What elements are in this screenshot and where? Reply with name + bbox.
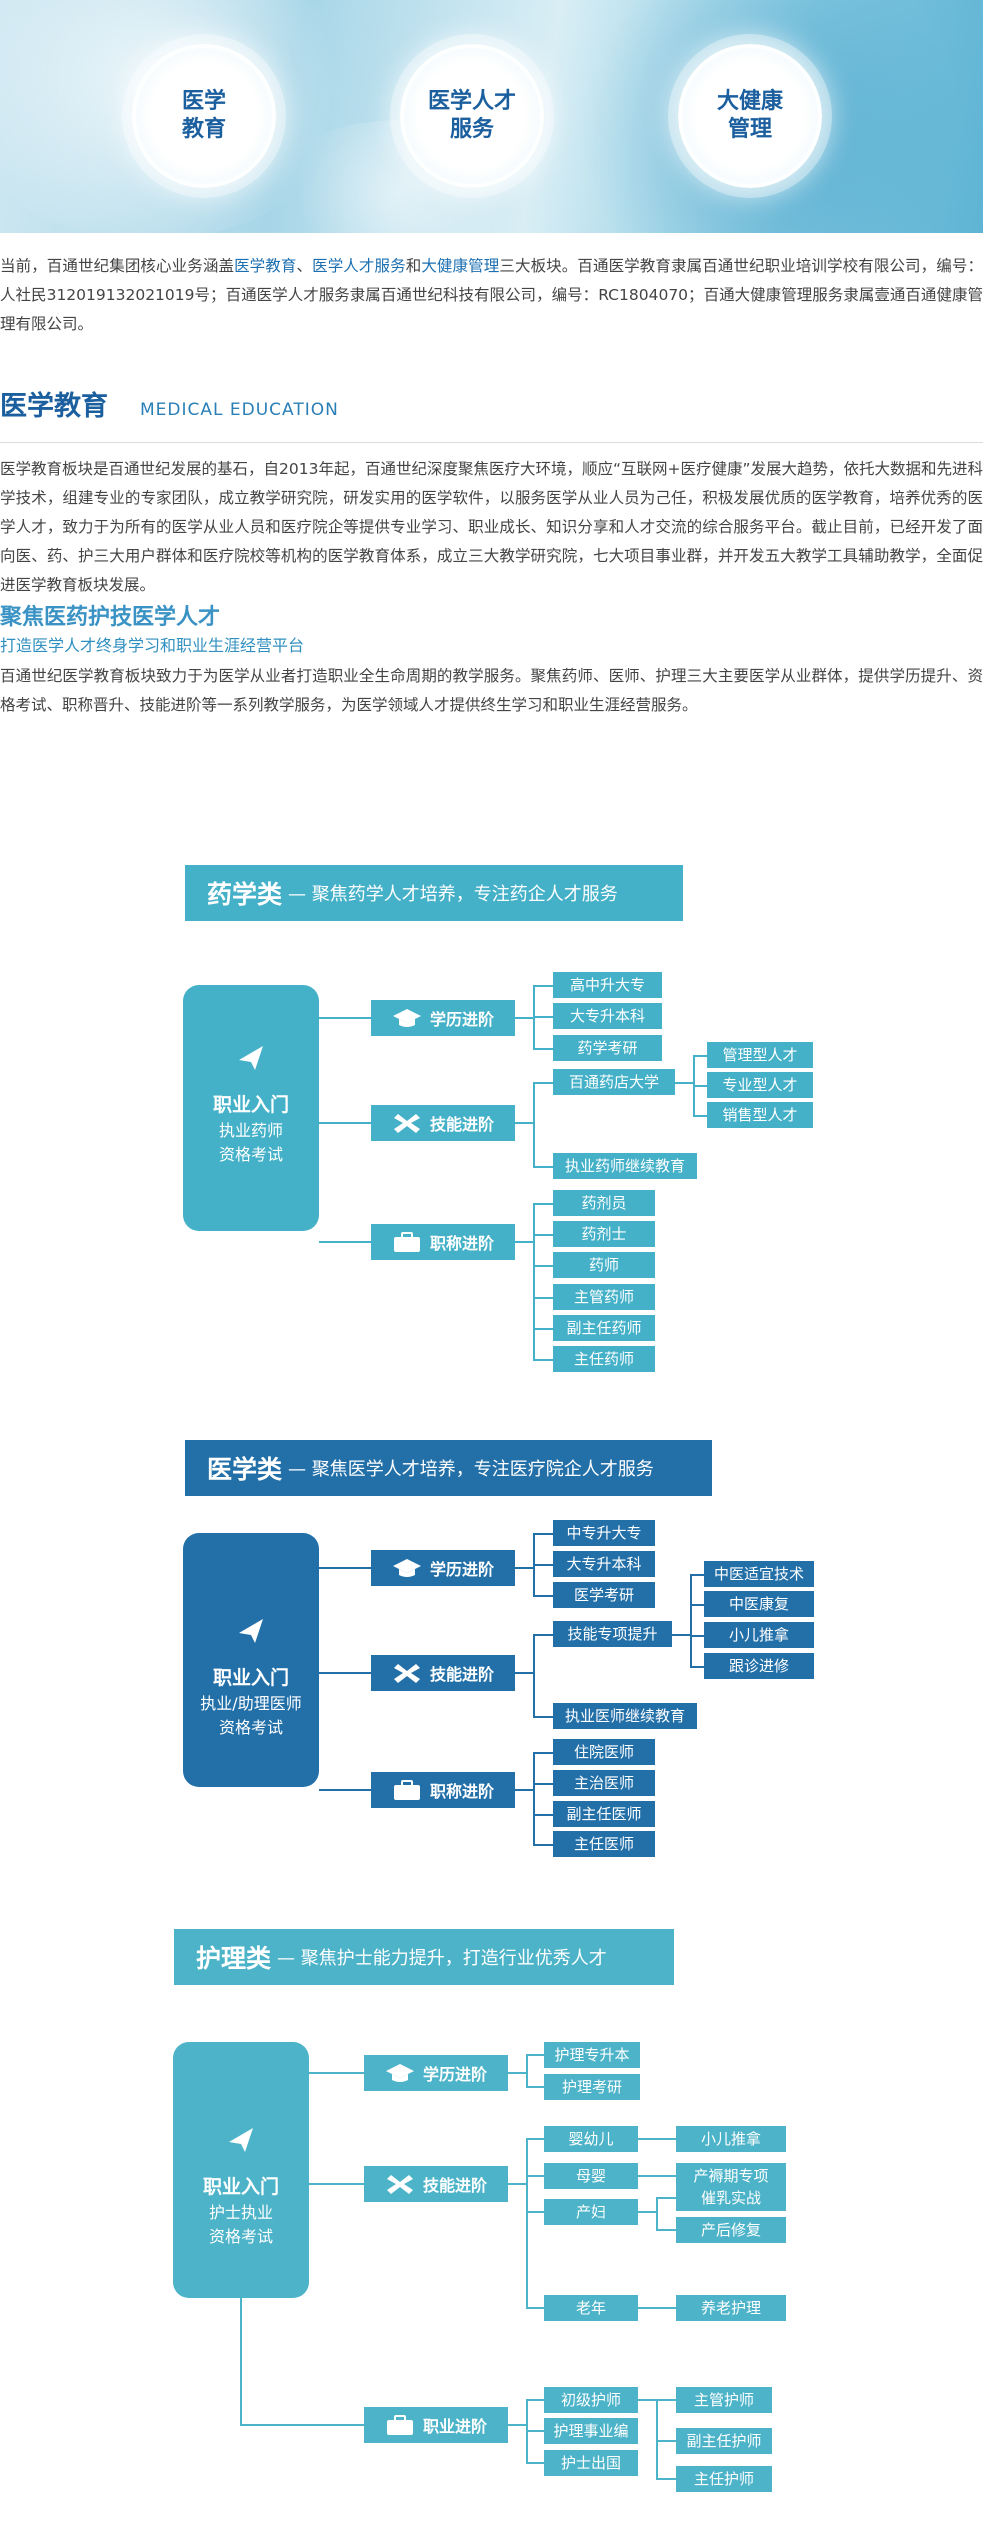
pharmacy-leaf[interactable]: 高中升大专	[553, 972, 662, 998]
nursing-leaf[interactable]: 催乳实战	[676, 2185, 786, 2211]
medical-cat-skills[interactable]: 技能进阶	[371, 1655, 515, 1691]
focus-subtitle: 打造医学人才终身学习和职业生涯经营平台	[0, 636, 305, 655]
medical-leaf[interactable]: 住院医师	[553, 1739, 655, 1765]
nursing-entry-box[interactable]: 职业入门 护士执业 资格考试	[173, 2042, 309, 2298]
medical-entry-box[interactable]: 职业入门 执业/助理医师 资格考试	[183, 1533, 319, 1787]
briefcase-icon	[393, 1232, 420, 1252]
nursing-leaf[interactable]: 护理考研	[544, 2074, 640, 2100]
pharmacy-entry-box[interactable]: 职业入门 执业药师 资格考试	[183, 985, 319, 1231]
medical-leaf[interactable]: 医学考研	[553, 1582, 655, 1608]
nursing-leaf[interactable]: 初级护师	[544, 2387, 638, 2413]
section-title: 医学教育	[0, 391, 108, 422]
medical-leaf[interactable]: 大专升本科	[553, 1551, 655, 1577]
send-arrow-icon	[229, 2128, 253, 2152]
pharmacy-leaf[interactable]: 药剂士	[553, 1221, 655, 1247]
graduation-cap-icon	[392, 1009, 421, 1027]
medical-leaf[interactable]: 跟诊进修	[704, 1653, 814, 1679]
medical-cat-education[interactable]: 学历进阶	[371, 1550, 515, 1586]
nursing-leaf[interactable]: 产褥期专项	[676, 2163, 786, 2189]
pharmacy-leaf[interactable]: 药学考研	[553, 1035, 662, 1061]
pharmacy-leaf[interactable]: 专业型人才	[707, 1072, 813, 1098]
pharmacy-leaf[interactable]: 大专升本科	[553, 1003, 662, 1029]
hero-banner: 医学 教育 医学人才 服务 大健康 管理	[0, 0, 983, 233]
medical-cat-title[interactable]: 职称进阶	[371, 1772, 515, 1808]
nursing-cat-career[interactable]: 职业进阶	[364, 2407, 508, 2443]
pharmacy-chart-header: 药学类— 聚焦药学人才培养，专注药企人才服务	[185, 865, 683, 921]
divider	[0, 442, 983, 443]
pharmacy-leaf[interactable]: 主任药师	[553, 1346, 655, 1372]
pharmacy-leaf[interactable]: 管理型人才	[707, 1042, 813, 1068]
link-health-management[interactable]: 大健康管理	[421, 257, 500, 275]
medical-chart-header: 医学类— 聚焦医学人才培养，专注医疗院企人才服务	[185, 1440, 712, 1496]
section-body: 医学教育板块是百通世纪发展的基石，自2013年起，百通世纪深度聚焦医疗大环境，顺…	[0, 460, 983, 594]
medical-leaf[interactable]: 技能专项提升	[553, 1621, 672, 1647]
pharmacy-leaf[interactable]: 执业药师继续教育	[553, 1153, 697, 1179]
briefcase-icon	[393, 1780, 420, 1800]
pharmacy-leaf[interactable]: 百通药店大学	[553, 1069, 675, 1095]
pharmacy-leaf[interactable]: 销售型人才	[707, 1102, 813, 1128]
nursing-cat-education[interactable]: 学历进阶	[364, 2055, 508, 2091]
send-arrow-icon	[239, 1619, 263, 1643]
medical-leaf[interactable]: 主治医师	[553, 1770, 655, 1796]
focus-body: 百通世纪医学教育板块致力于为医学从业者打造职业全生命周期的教学服务。聚焦药师、医…	[0, 667, 983, 714]
pharmacy-cat-title[interactable]: 职称进阶	[371, 1224, 515, 1260]
medical-leaf[interactable]: 中专升大专	[553, 1520, 655, 1546]
tools-cross-icon	[393, 1664, 420, 1683]
pharmacy-leaf[interactable]: 副主任药师	[553, 1315, 655, 1341]
medical-leaf[interactable]: 执业医师继续教育	[553, 1703, 697, 1729]
nursing-chart-header: 护理类— 聚焦护士能力提升，打造行业优秀人才	[174, 1929, 674, 1985]
nursing-leaf[interactable]: 主任护师	[676, 2466, 772, 2492]
nursing-leaf[interactable]: 护士出国	[544, 2450, 638, 2476]
pharmacy-leaf[interactable]: 药剂员	[553, 1190, 655, 1216]
tools-cross-icon	[386, 2175, 413, 2194]
nursing-leaf[interactable]: 副主任护师	[676, 2428, 772, 2454]
focus-title: 聚焦医药护技医学人才	[0, 605, 221, 630]
pharmacy-leaf[interactable]: 主管药师	[553, 1284, 655, 1310]
banner-circle-health-management[interactable]: 大健康 管理	[678, 44, 822, 188]
banner-circle-medical-education[interactable]: 医学 教育	[132, 44, 276, 188]
banner-circle-talent-service[interactable]: 医学人才 服务	[400, 44, 544, 188]
nursing-leaf[interactable]: 主管护师	[676, 2387, 772, 2413]
pharmacy-cat-education[interactable]: 学历进阶	[371, 1000, 515, 1036]
section-subtitle: MEDICAL EDUCATION	[140, 400, 339, 420]
nursing-leaf[interactable]: 老年	[544, 2295, 638, 2321]
medical-leaf[interactable]: 副主任医师	[553, 1801, 655, 1827]
link-talent-service[interactable]: 医学人才服务	[312, 257, 406, 275]
nursing-leaf[interactable]: 小儿推拿	[676, 2126, 786, 2152]
nursing-leaf[interactable]: 养老护理	[676, 2295, 786, 2321]
pharmacy-leaf[interactable]: 药师	[553, 1252, 655, 1278]
pharmacy-cat-skills[interactable]: 技能进阶	[371, 1105, 515, 1141]
medical-leaf[interactable]: 小儿推拿	[704, 1622, 814, 1648]
nursing-leaf[interactable]: 护理专升本	[544, 2042, 640, 2068]
medical-leaf[interactable]: 中医康复	[704, 1591, 814, 1617]
nursing-leaf[interactable]: 产后修复	[676, 2217, 786, 2243]
graduation-cap-icon	[392, 1559, 421, 1577]
medical-leaf[interactable]: 中医适宜技术	[704, 1561, 814, 1587]
tools-cross-icon	[393, 1114, 420, 1133]
medical-leaf[interactable]: 主任医师	[553, 1831, 655, 1857]
nursing-leaf[interactable]: 母婴	[544, 2163, 638, 2189]
intro-paragraph: 当前，百通世纪集团核心业务涵盖医学教育、医学人才服务和大健康管理三大板块。百通医…	[0, 257, 983, 333]
graduation-cap-icon	[385, 2064, 414, 2082]
nursing-leaf[interactable]: 婴幼儿	[544, 2126, 638, 2152]
nursing-leaf[interactable]: 产妇	[544, 2199, 638, 2225]
briefcase-icon	[386, 2415, 413, 2435]
nursing-leaf[interactable]: 护理事业编	[544, 2418, 638, 2444]
send-arrow-icon	[239, 1046, 263, 1070]
link-medical-education[interactable]: 医学教育	[234, 257, 297, 275]
nursing-cat-skills[interactable]: 技能进阶	[364, 2166, 508, 2202]
